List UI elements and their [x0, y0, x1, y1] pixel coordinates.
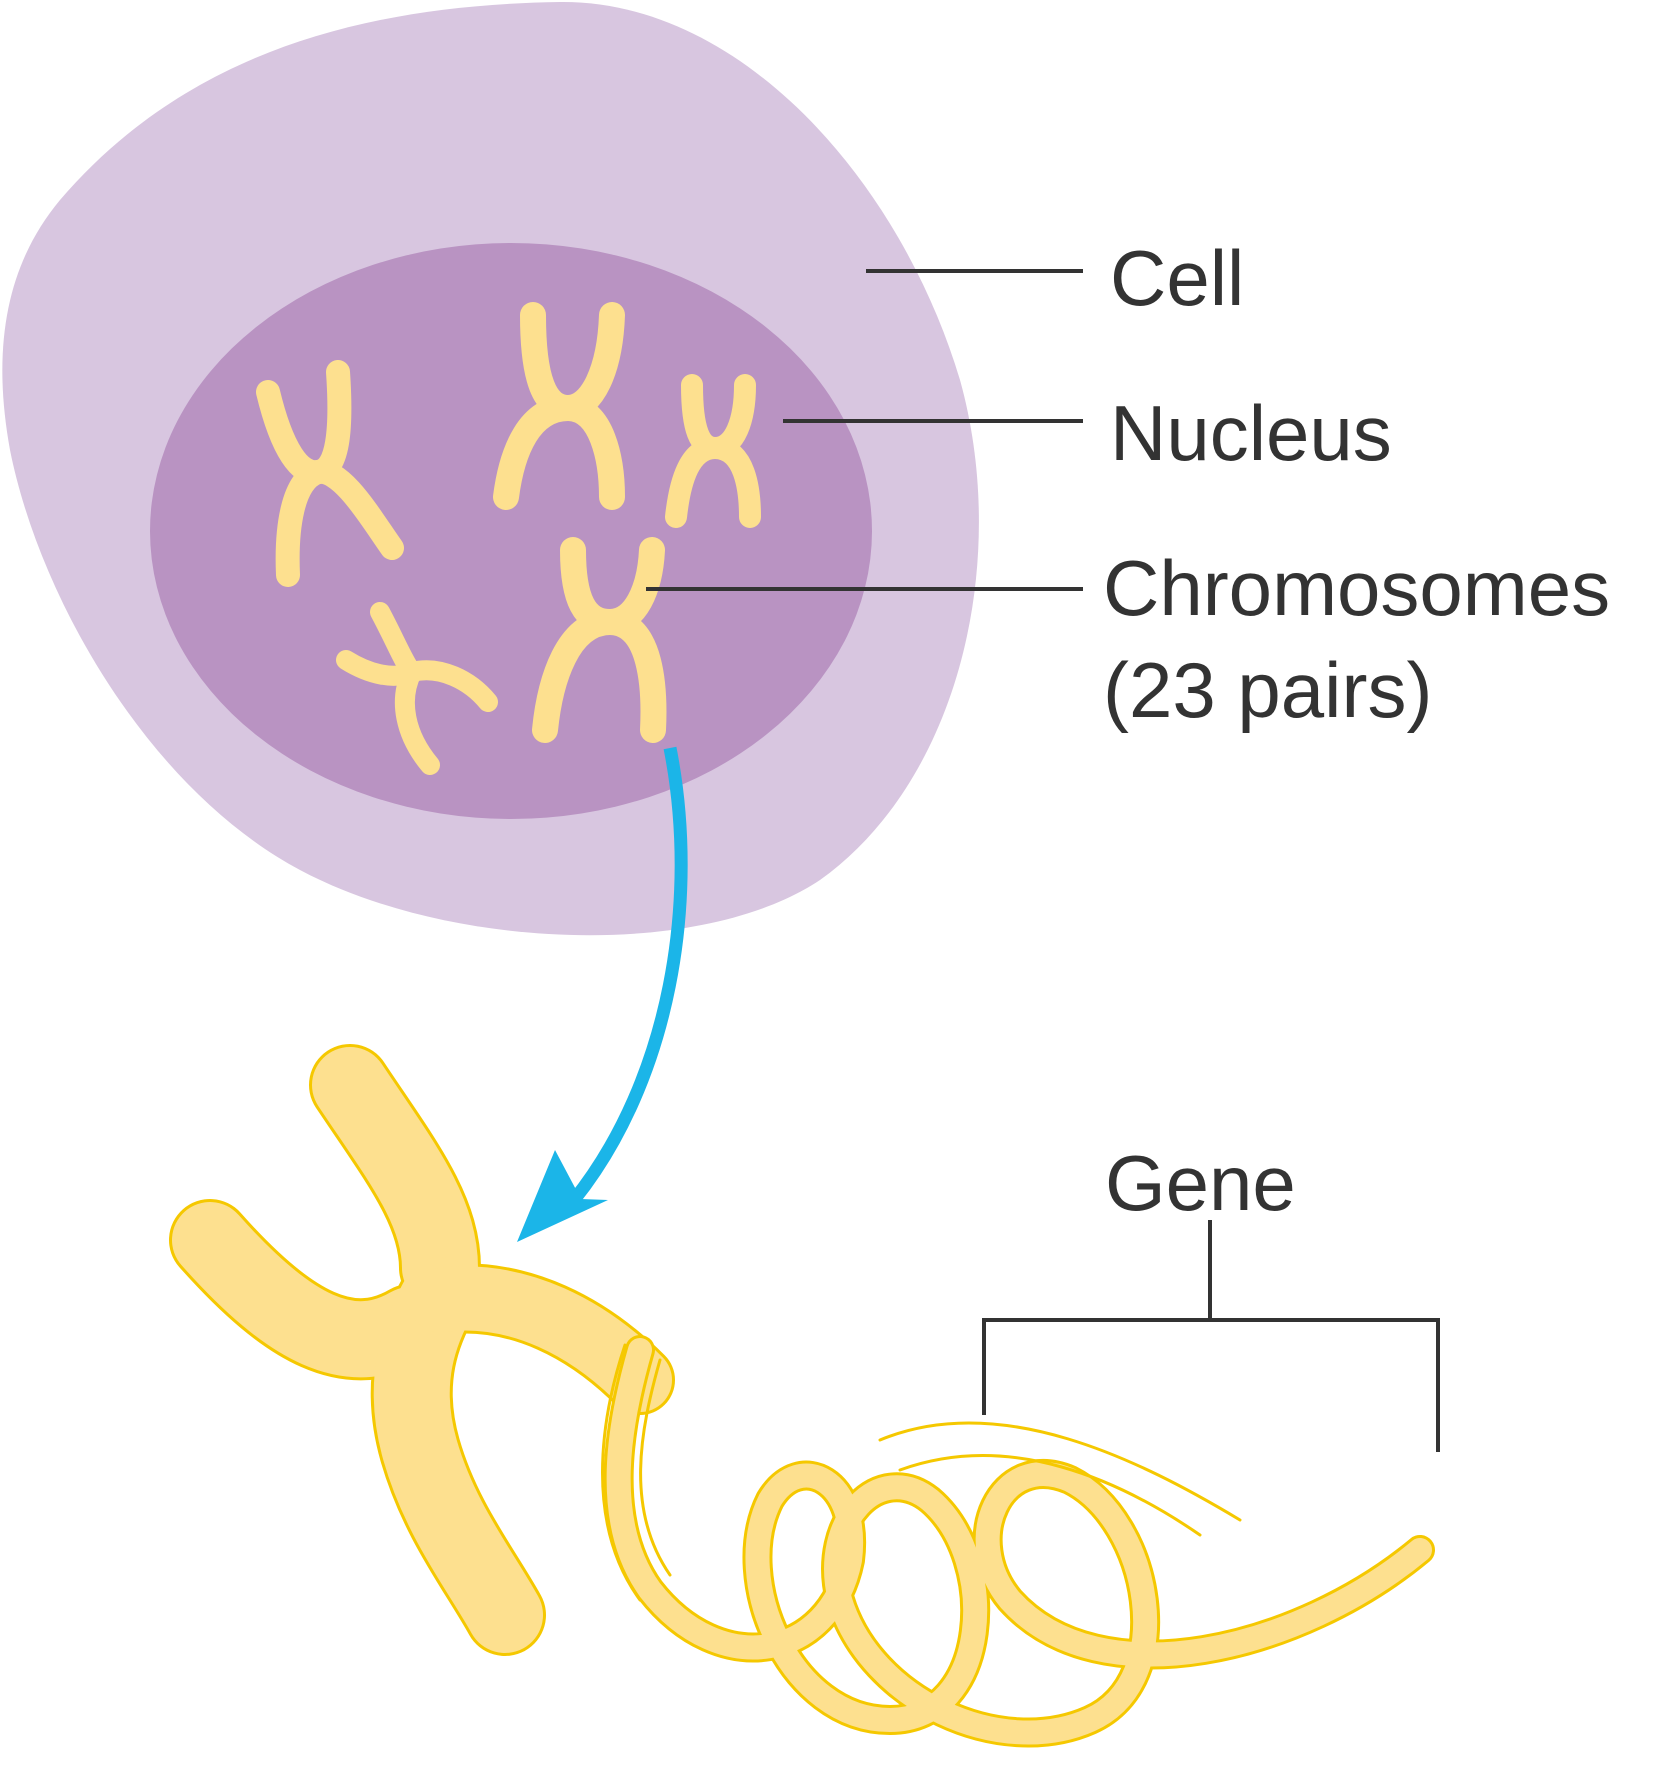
arrowhead-icon	[517, 1150, 608, 1242]
dna-coils	[601, 1335, 1435, 1748]
chromosome-small-4	[336, 602, 498, 775]
gene-bracket	[982, 1220, 1440, 1452]
nucleus-chromosomes	[256, 302, 761, 775]
nucleus-shape	[150, 243, 872, 819]
chromosome-small-3	[665, 374, 761, 528]
large-chromosome	[169, 1044, 675, 1656]
chromosome-small-2	[493, 302, 625, 510]
leader-lines	[646, 269, 1440, 1452]
chromosome-count-label: (23 pairs)	[1103, 646, 1432, 734]
chromosomes-label: Chromosomes	[1103, 544, 1610, 632]
gene-label: Gene	[1105, 1139, 1296, 1227]
cell-label: Cell	[1110, 234, 1244, 322]
chromosome-small-1	[256, 360, 404, 587]
chromosome-small-5	[532, 537, 667, 743]
nucleus-label: Nucleus	[1110, 389, 1392, 477]
zoom-arrow	[517, 746, 688, 1242]
